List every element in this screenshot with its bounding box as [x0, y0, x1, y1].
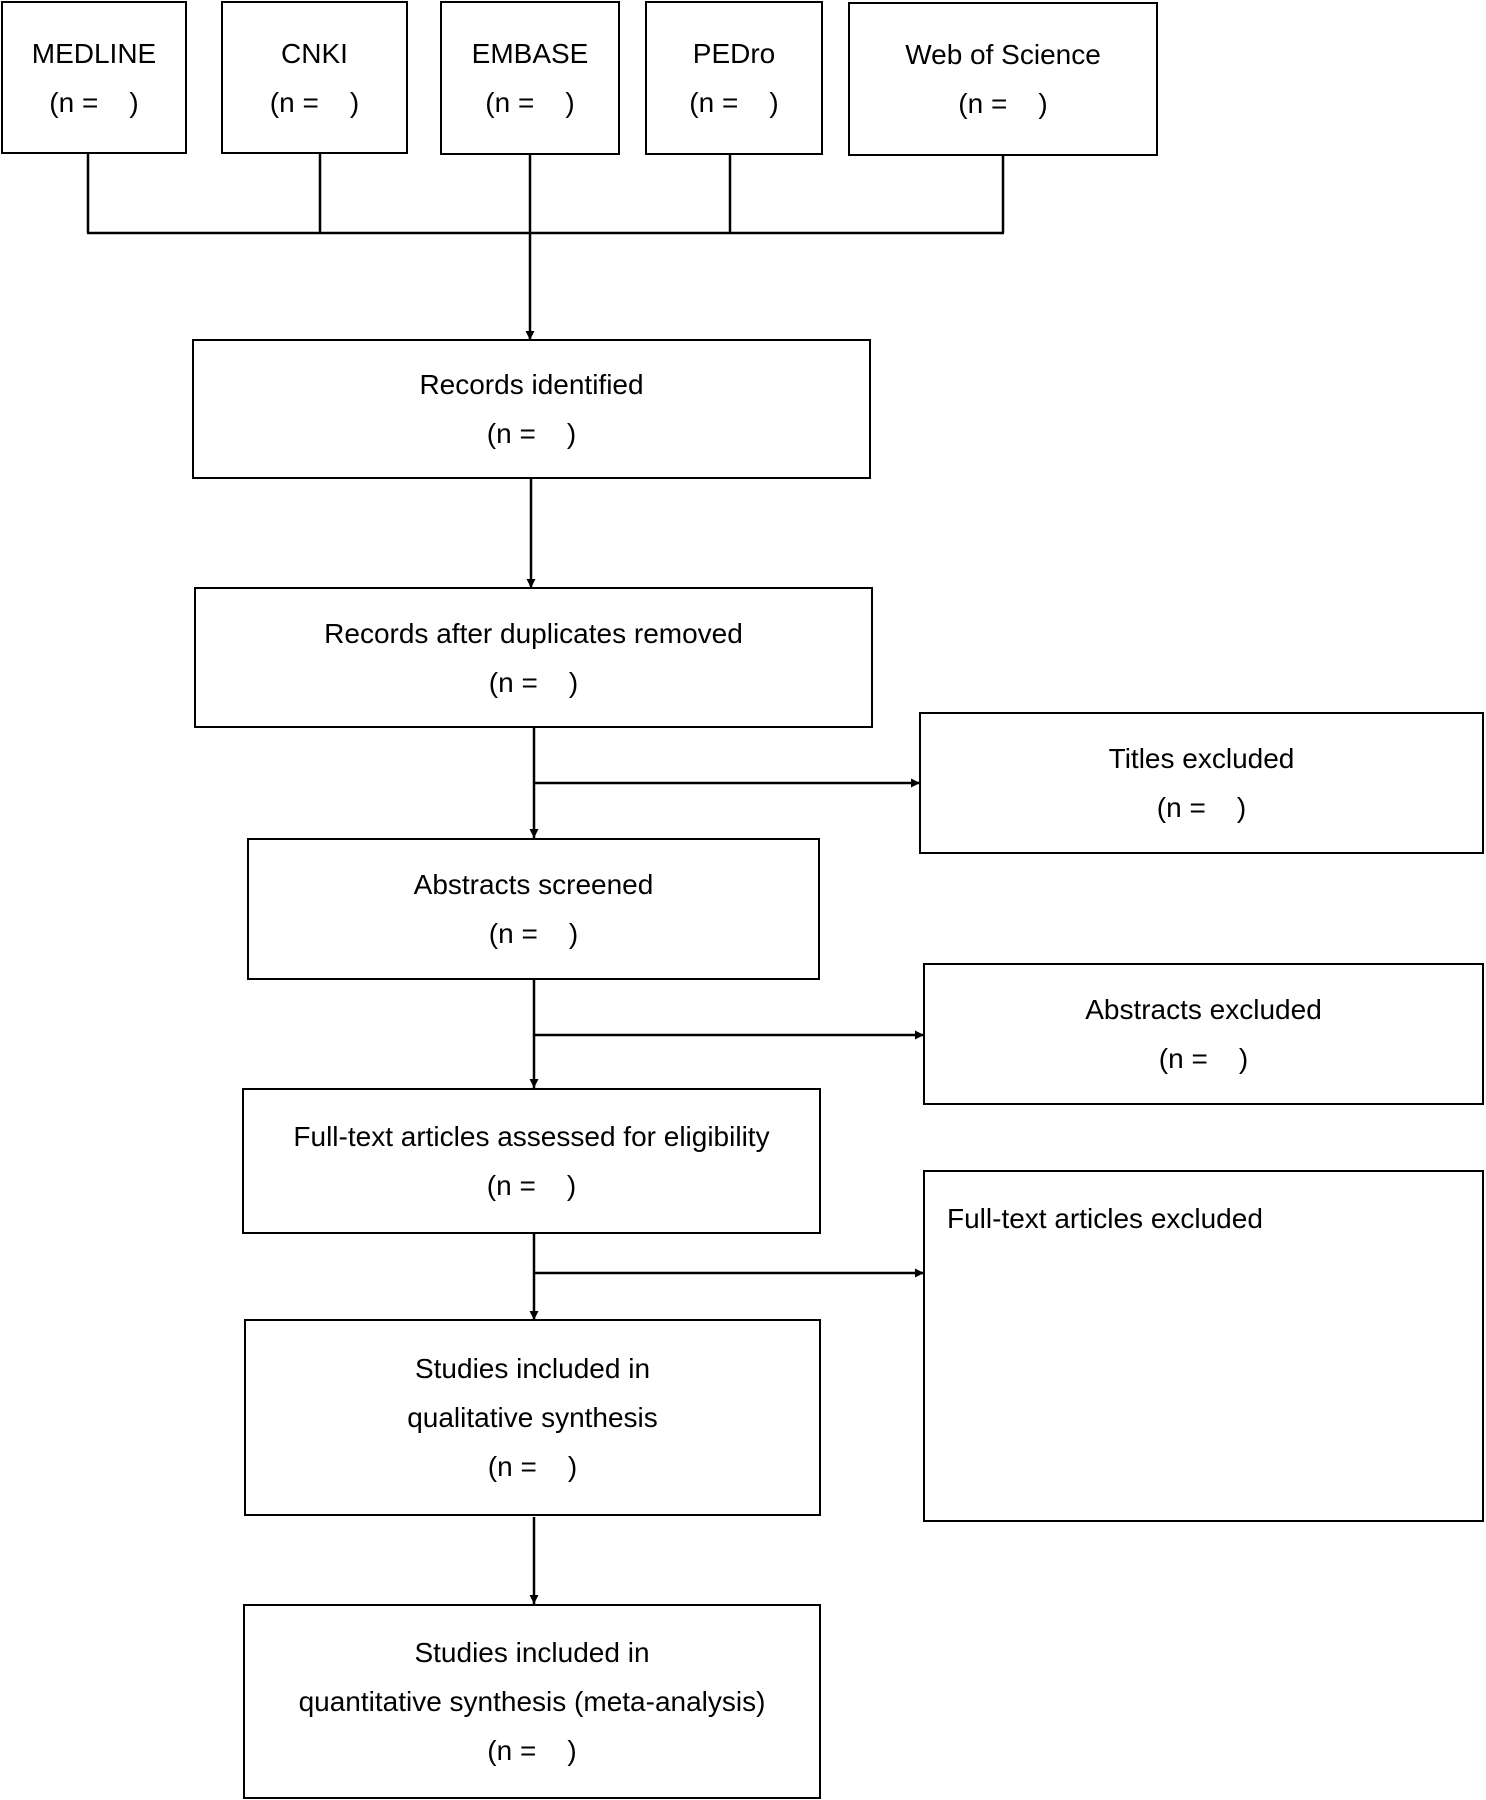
- source-count: (n = ): [49, 86, 139, 118]
- box-count: (n = ): [487, 1451, 578, 1482]
- after-duplicates-box: Records after duplicates removed (n = ): [194, 587, 873, 728]
- box-label: qualitative synthesis: [407, 1402, 658, 1433]
- box-label: Records after duplicates removed: [324, 617, 743, 649]
- box-label: Full-text articles excluded: [947, 1203, 1263, 1234]
- box-label: Full-text articles assessed for eligibil…: [293, 1121, 770, 1152]
- box-label: Abstracts excluded: [1085, 994, 1322, 1025]
- abstracts-screened-box: Abstracts screened (n = ): [247, 838, 820, 980]
- source-cnki: CNKI (n = ): [221, 1, 408, 154]
- records-identified-box: Records identified (n = ): [192, 339, 871, 479]
- box-count: (n = ): [486, 418, 577, 449]
- box-label: Abstracts screened: [413, 869, 654, 900]
- box-label: Titles excluded: [1108, 743, 1295, 774]
- titles-excluded-box: Titles excluded (n = ): [919, 712, 1484, 854]
- quantitative-synthesis-box: Studies included in quantitative synthes…: [243, 1604, 821, 1799]
- qualitative-synthesis-box: Studies included in qualitative synthesi…: [244, 1319, 821, 1516]
- source-label: EMBASE: [471, 38, 589, 69]
- source-embase: EMBASE (n = ): [440, 1, 620, 155]
- fulltext-excluded-box: Full-text articles excluded: [923, 1170, 1484, 1522]
- source-count: (n = ): [689, 87, 779, 118]
- source-label: MEDLINE: [31, 37, 157, 69]
- abstracts-excluded-box: Abstracts excluded (n = ): [923, 963, 1484, 1105]
- source-medline: MEDLINE (n = ): [1, 1, 187, 154]
- source-count: (n = ): [269, 86, 360, 118]
- box-count: (n = ): [488, 918, 579, 949]
- box-count: (n = ): [488, 666, 579, 698]
- box-count: (n = ): [1158, 1043, 1249, 1074]
- fulltext-assessed-box: Full-text articles assessed for eligibil…: [242, 1088, 821, 1234]
- source-label: CNKI: [281, 37, 348, 69]
- source-label: Web of Science: [905, 39, 1101, 70]
- source-web-of-science: Web of Science (n = ): [848, 2, 1158, 156]
- box-label: Studies included in: [414, 1637, 650, 1668]
- source-count: (n = ): [958, 88, 1048, 119]
- box-count: (n = ): [487, 1735, 577, 1766]
- box-label: quantitative synthesis (meta-analysis): [298, 1686, 766, 1717]
- source-count: (n = ): [485, 87, 575, 118]
- box-label: Studies included in: [414, 1353, 651, 1384]
- box-count: (n = ): [1156, 792, 1247, 823]
- box-label: Records identified: [419, 369, 644, 400]
- box-count: (n = ): [486, 1170, 577, 1201]
- source-pedro: PEDro (n = ): [645, 1, 823, 155]
- source-label: PEDro: [692, 38, 776, 69]
